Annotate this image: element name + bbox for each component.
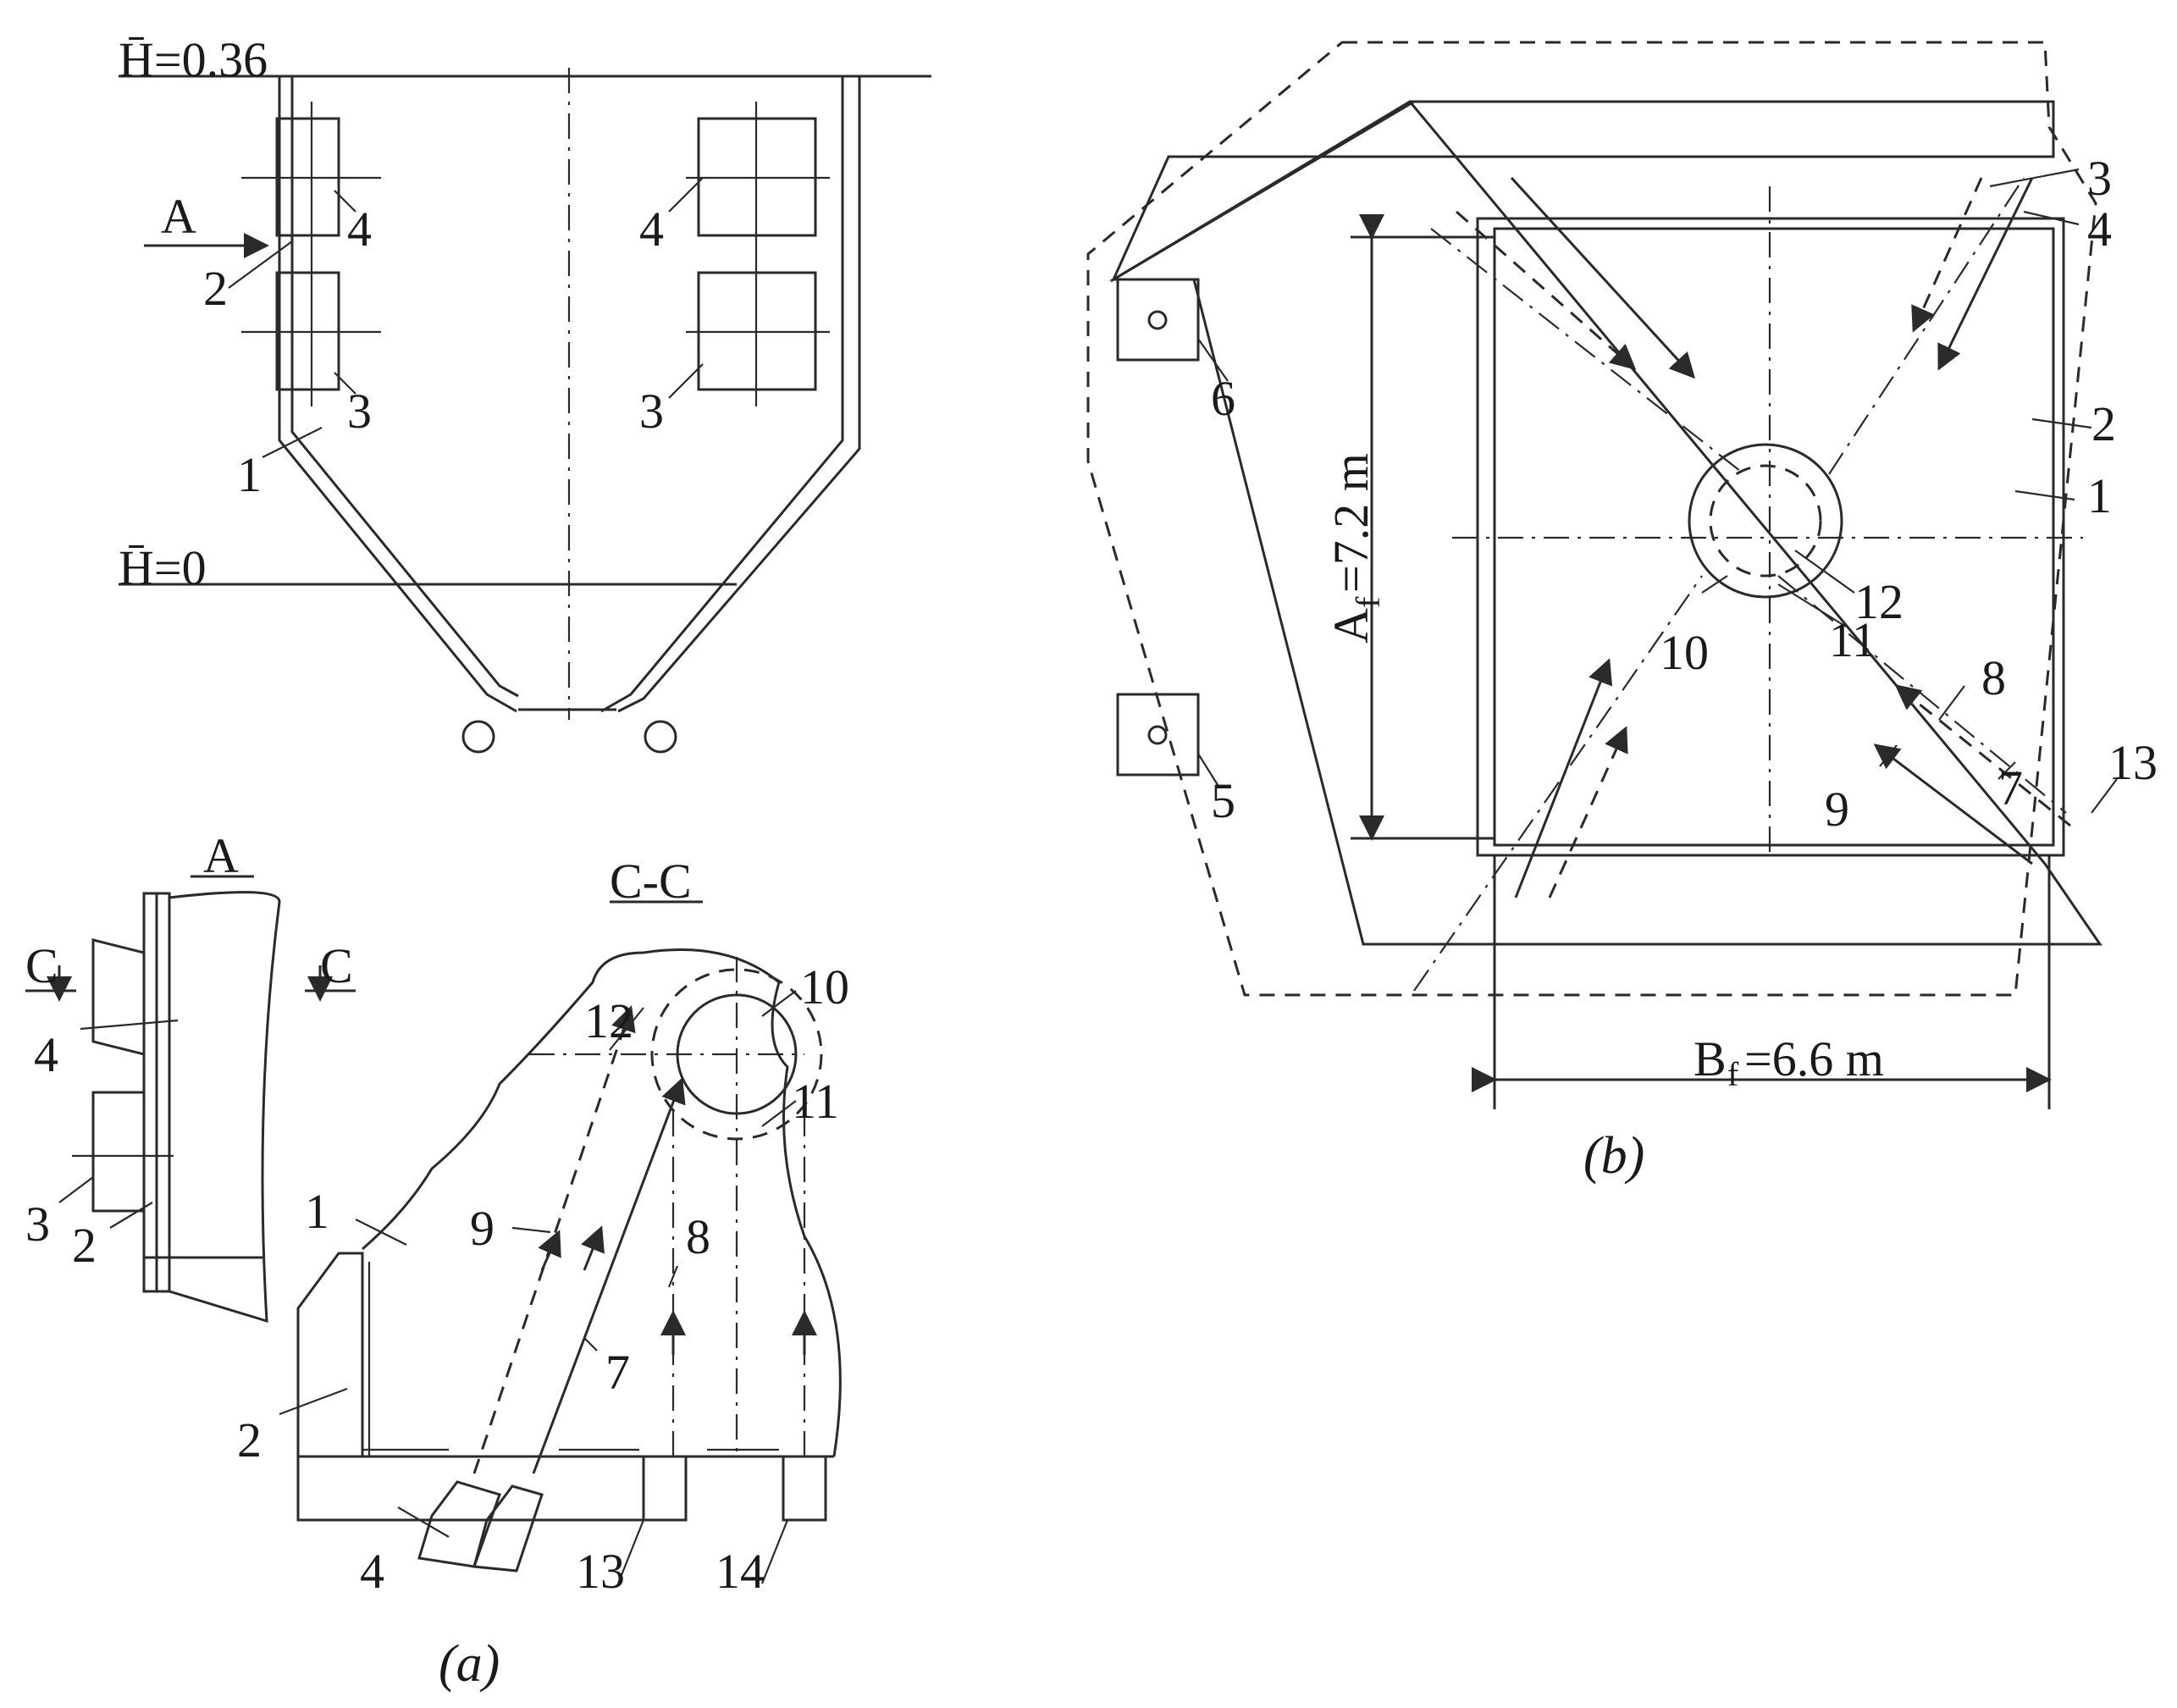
svg-text:=6.6 m: =6.6 m: [1744, 1031, 1884, 1086]
section-mark-left: C: [25, 938, 58, 993]
svg-text:4: 4: [34, 1027, 58, 1082]
svg-text:4: 4: [2087, 202, 2112, 257]
dimension-a: A f =7.2 m: [1323, 453, 1387, 644]
svg-text:1: 1: [305, 1184, 329, 1239]
svg-text:2: 2: [72, 1218, 97, 1273]
view-a-title: A: [203, 828, 239, 883]
tube-marks: [362, 1262, 779, 1456]
section-c-c: [279, 900, 842, 1584]
svg-text:7: 7: [605, 1345, 630, 1400]
svg-text:1: 1: [237, 447, 262, 502]
svg-text:f: f: [1727, 1055, 1739, 1093]
svg-text:10: 10: [800, 959, 849, 1014]
view-a: [25, 875, 356, 1324]
caption-a: (a): [439, 1635, 500, 1693]
svg-text:2: 2: [2091, 396, 2116, 451]
svg-text:5: 5: [1211, 773, 1235, 828]
svg-text:3: 3: [347, 384, 372, 439]
svg-text:9: 9: [1825, 782, 1849, 837]
level-top-label: H̄=0.36: [119, 32, 268, 87]
svg-text:3: 3: [2087, 151, 2112, 206]
svg-text:14: 14: [716, 1544, 765, 1599]
level-bottom-label: H̄=0: [119, 540, 207, 595]
svg-text:11: 11: [1829, 612, 1876, 667]
svg-text:13: 13: [576, 1544, 625, 1599]
svg-text:3: 3: [25, 1197, 50, 1252]
svg-text:8: 8: [1981, 650, 2006, 705]
svg-text:=7.2 m: =7.2 m: [1323, 453, 1379, 593]
svg-text:1: 1: [2087, 468, 2112, 523]
svg-text:13: 13: [2108, 735, 2158, 790]
svg-text:A: A: [1323, 608, 1379, 644]
labels: H̄=0.36 H̄=0 A A C-C C C (a) (b) A f =7.…: [25, 32, 2158, 1693]
svg-text:11: 11: [792, 1074, 839, 1129]
svg-text:f: f: [1349, 596, 1387, 608]
svg-text:2: 2: [237, 1412, 262, 1468]
section-title: C-C: [610, 854, 692, 909]
svg-text:8: 8: [686, 1209, 710, 1264]
svg-text:12: 12: [584, 993, 633, 1048]
svg-text:4: 4: [347, 202, 372, 257]
svg-text:7: 7: [1998, 760, 2023, 815]
svg-text:12: 12: [1854, 574, 1903, 629]
furnace-plan: [1086, 41, 2118, 1109]
dimension-b: B f =6.6 m: [1694, 1031, 1884, 1093]
svg-text:6: 6: [1211, 371, 1235, 426]
svg-text:4: 4: [639, 202, 664, 257]
caption-b: (b): [1583, 1127, 1644, 1185]
svg-text:2: 2: [203, 261, 228, 316]
svg-text:10: 10: [1660, 625, 1709, 680]
view-arrow-label: A: [161, 189, 196, 244]
section-mark-right: C: [320, 938, 353, 993]
svg-text:B: B: [1694, 1031, 1727, 1086]
svg-text:4: 4: [360, 1544, 384, 1599]
svg-text:3: 3: [639, 384, 664, 439]
furnace-elevation: [119, 68, 931, 754]
svg-text:9: 9: [470, 1201, 495, 1256]
